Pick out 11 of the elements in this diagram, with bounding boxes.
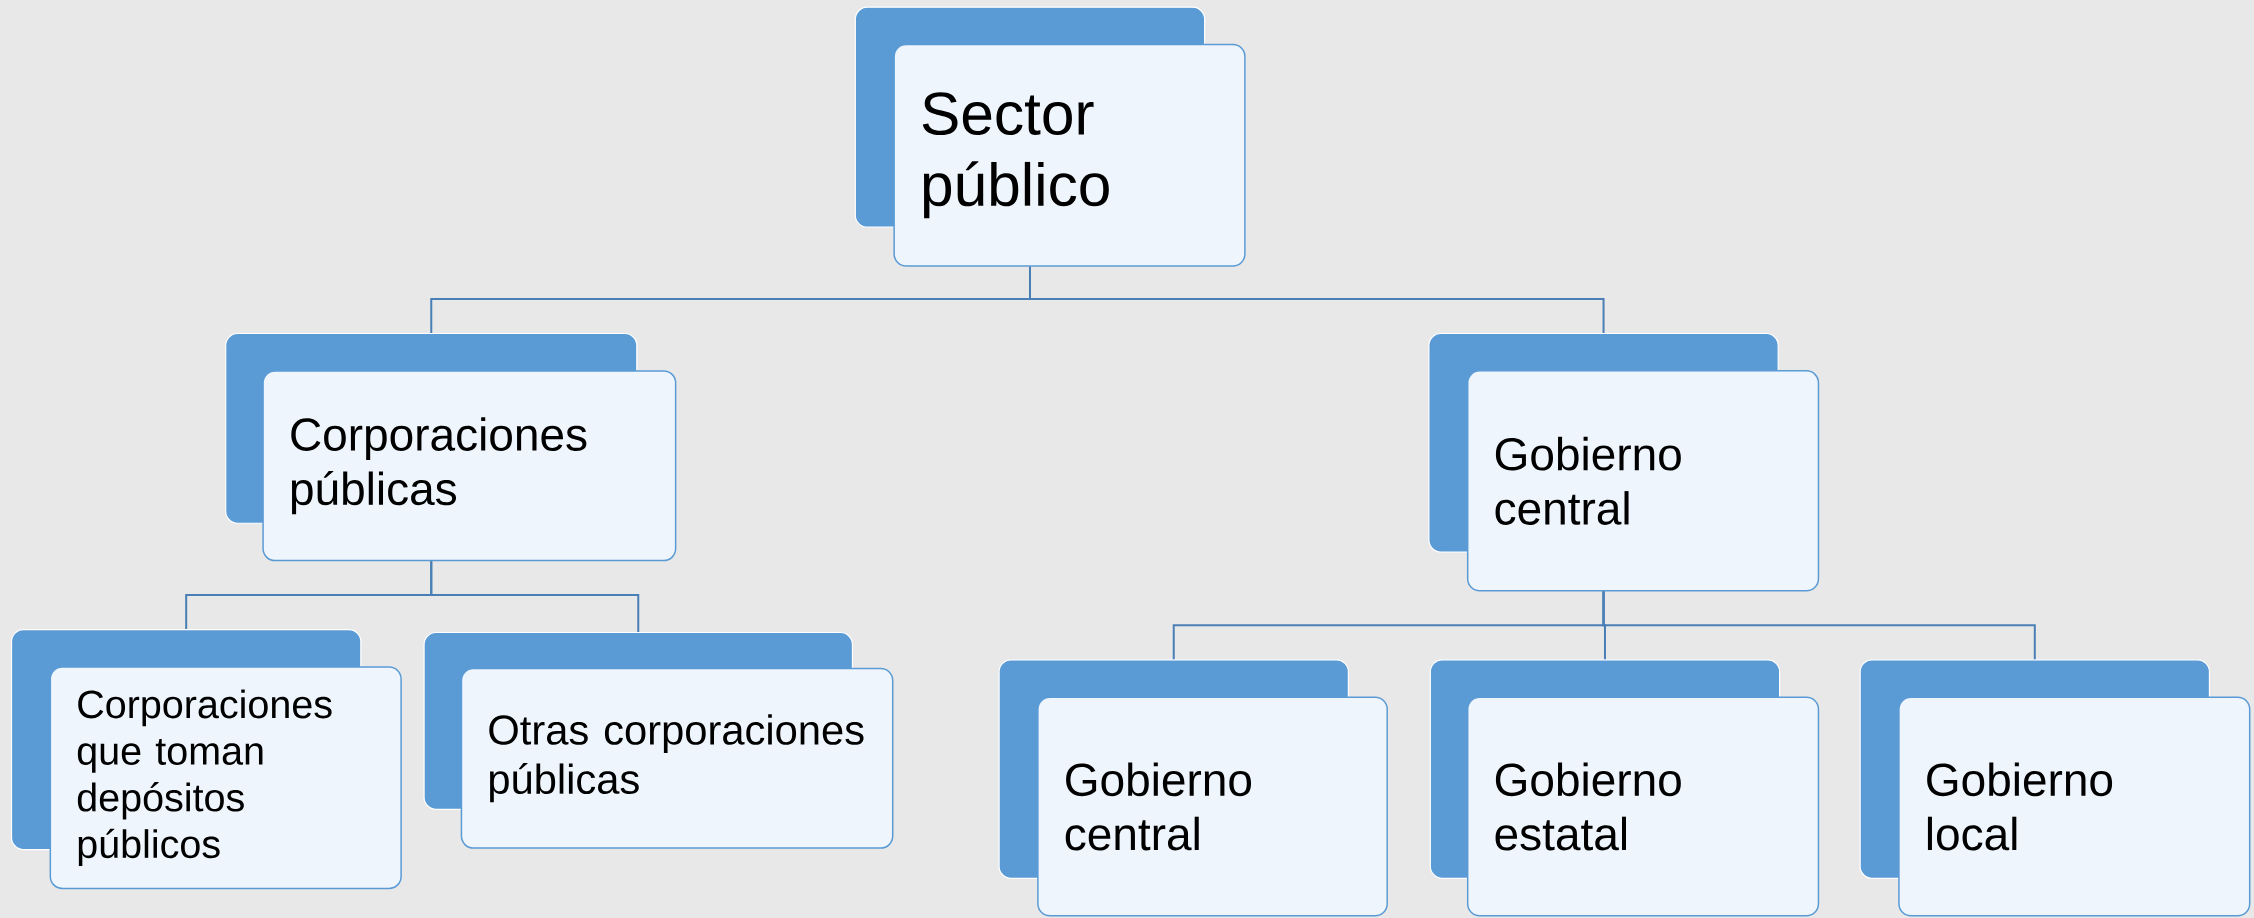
org-box: Gobierno central <box>1428 332 1820 592</box>
org-box: Gobierno central <box>998 659 1388 917</box>
org-box: Otras corporaciones públicas <box>423 631 894 849</box>
org-box: Gobierno estatal <box>1429 659 1820 917</box>
connector-line <box>1029 265 1605 334</box>
org-box: Sector público <box>854 6 1246 267</box>
connector-line <box>430 560 640 633</box>
connector-line <box>1602 590 2036 661</box>
org-box: Gobierno local <box>1859 659 2251 917</box>
org-box: Corporaciones públicas <box>225 332 677 562</box>
org-box: Corporaciones que toman depósitos públicos <box>10 629 402 890</box>
